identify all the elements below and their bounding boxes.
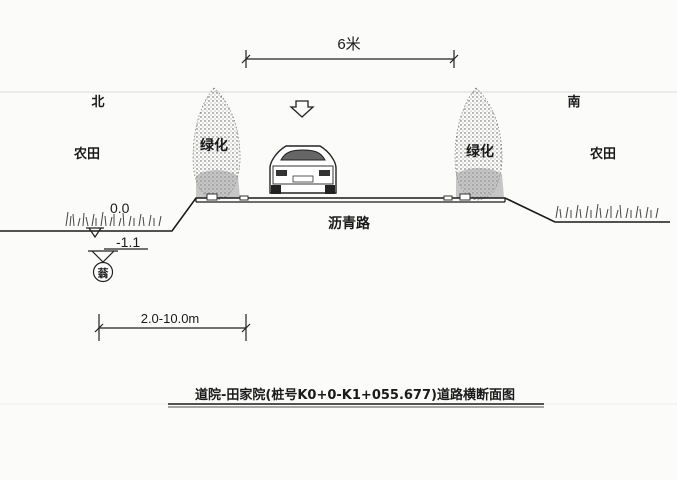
car-icon xyxy=(269,145,337,194)
elevation-ditch-label: -1.1 xyxy=(116,234,140,250)
ditch-width-dimension xyxy=(94,314,251,341)
south-label: 南 xyxy=(567,94,580,110)
ditch-width-label: 2.0-10.0m xyxy=(141,311,200,326)
tree-left xyxy=(192,87,241,201)
ditch-symbol-icon xyxy=(88,250,118,283)
tree-right xyxy=(454,87,504,201)
grass-left xyxy=(65,211,162,227)
road-surface-label: 沥青路 xyxy=(328,215,371,232)
field-left-label: 农田 xyxy=(73,146,100,162)
field-right-label: 农田 xyxy=(589,146,616,162)
ditch-symbol-text: 蓊 xyxy=(98,266,109,280)
down-arrow-icon xyxy=(289,100,315,118)
elevation-ground-label: 0.0 xyxy=(110,200,130,216)
drawing-caption: 道院-田家院(桩号K0+0-K1+055.677)道路横断面图 xyxy=(195,387,515,403)
ground-profile xyxy=(0,193,670,232)
grass-right xyxy=(555,203,659,219)
green-left-label: 绿化 xyxy=(200,137,228,154)
dimension-width-label: 6米 xyxy=(337,36,360,53)
top-dimension xyxy=(241,50,459,68)
elevation-marker xyxy=(86,227,148,250)
north-label: 北 xyxy=(91,95,104,110)
green-right-label: 绿化 xyxy=(466,143,494,160)
